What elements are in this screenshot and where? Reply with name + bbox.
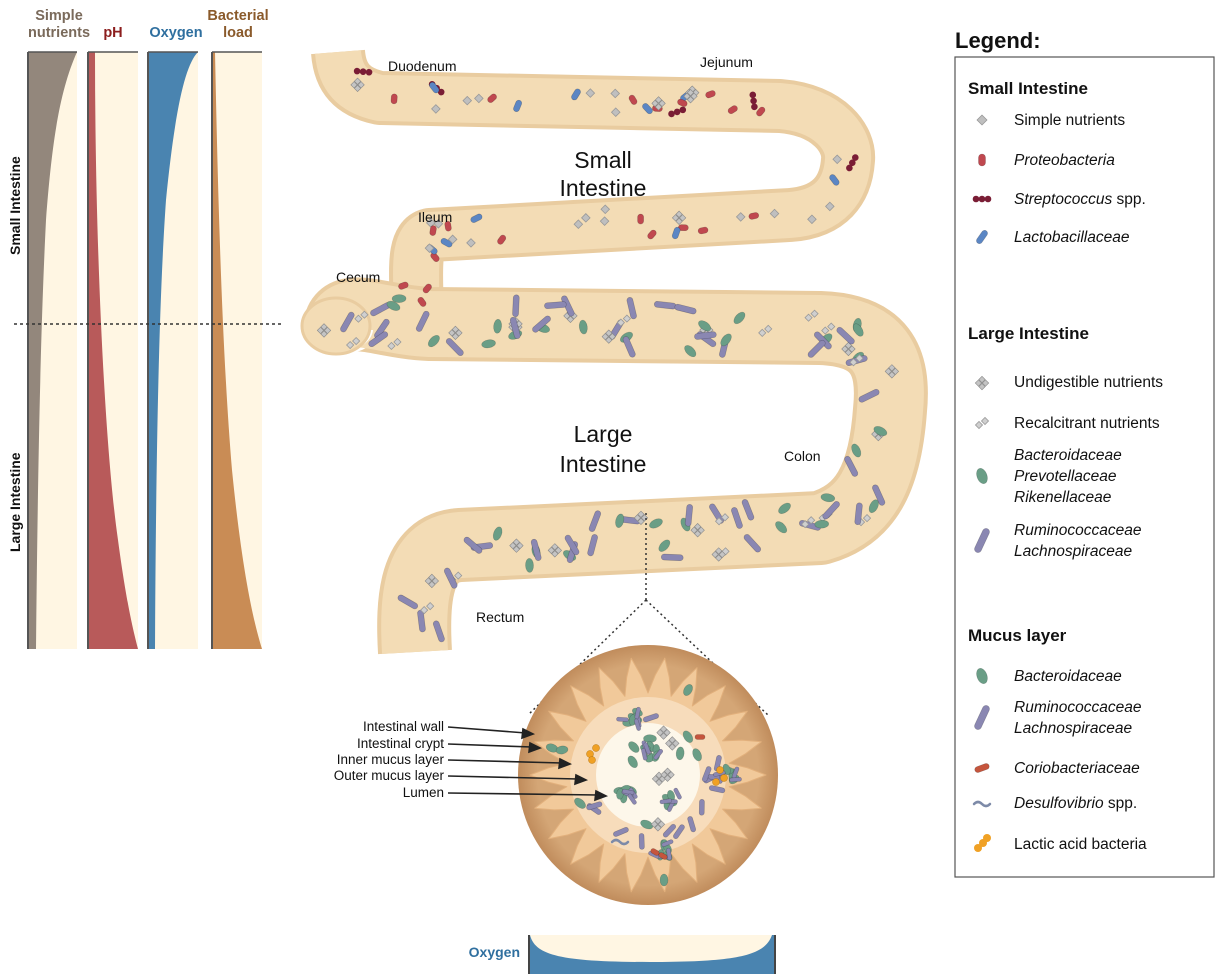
legend-label-part: spp.	[1112, 191, 1146, 208]
ruminococcaceae-icon	[661, 554, 683, 561]
lactic-acid-icon	[589, 757, 596, 764]
side-label-large-intestine: Large Intestine	[7, 452, 23, 552]
label-lumen: Lumen	[403, 785, 444, 800]
lactic-acid-icon	[717, 767, 724, 774]
label-inner-mucus-layer: Inner mucus layer	[337, 752, 445, 767]
legend-label-part: Simple nutrients	[1014, 112, 1125, 129]
legend-label: Lachnospiraceae	[1014, 720, 1132, 737]
side-label-small-intestine: Small Intestine	[7, 156, 23, 255]
legend-label-part: Proteobacteria	[1014, 152, 1115, 169]
ruminococcaceae-icon	[729, 777, 741, 782]
legend-label-part: spp.	[1104, 795, 1138, 812]
ruminococcaceae-icon	[544, 301, 566, 309]
label-intestinal-wall: Intestinal wall	[363, 719, 444, 734]
coriobacteriaceae-icon	[695, 735, 705, 740]
label-large-intestine-2: Intestine	[560, 451, 647, 477]
label-duodenum: Duodenum	[388, 58, 457, 74]
legend-label: Rikenellaceae	[1014, 489, 1112, 506]
bacteroidaceae-icon	[392, 294, 406, 302]
ruminococcaceae-icon	[699, 799, 704, 815]
label-colon: Colon	[784, 448, 821, 464]
legend-label: Ruminococcaceae	[1014, 522, 1142, 539]
legend-label: Proteobacteria	[1014, 152, 1115, 169]
label-ileum: Ileum	[418, 209, 452, 225]
legend-label: Prevotellaceae	[1014, 468, 1117, 485]
label-cecum: Cecum	[336, 269, 380, 285]
lactic-acid-icon	[713, 779, 720, 786]
legend-section-title: Large Intestine	[968, 324, 1089, 343]
ruminococcaceae-icon	[616, 717, 628, 722]
label-intestinal-crypt: Intestinal crypt	[357, 736, 444, 751]
legend-label: Simple nutrients	[1014, 112, 1125, 129]
legend-label-part: Lachnospiraceae	[1014, 543, 1132, 560]
legend-label-part: Ruminococcaceae	[1014, 699, 1142, 716]
legend-label-part: Coriobacteriaceae	[1014, 760, 1140, 777]
legend-label-part: Recalcitrant nutrients	[1014, 415, 1160, 432]
label-rectum: Rectum	[476, 609, 524, 625]
legend-label: Coriobacteriaceae	[1014, 760, 1140, 777]
lactic-acid-icon	[721, 775, 728, 782]
legend-label: Streptococcus spp.	[1014, 191, 1146, 208]
proteobacteria-icon	[638, 214, 644, 224]
label-large-intestine-1: Large	[574, 421, 633, 447]
legend-title: Legend:	[955, 28, 1041, 53]
legend-label: Ruminococcaceae	[1014, 699, 1142, 716]
legend-section-title: Small Intestine	[968, 79, 1088, 98]
legend-label: Bacteroidaceae	[1014, 668, 1122, 685]
label-small-intestine-2: Intestine	[560, 175, 647, 201]
legend-label: Undigestible nutrients	[1014, 374, 1163, 391]
ruminococcaceae-icon	[512, 295, 519, 317]
legend-label: Lactic acid bacteria	[1014, 836, 1147, 853]
legend-label: Lactobacillaceae	[1014, 229, 1130, 246]
label-cross-oxygen: Oxygen	[469, 944, 520, 960]
legend-label-part: Lactic acid bacteria	[1014, 836, 1147, 853]
legend-label-part: Bacteroidaceae	[1014, 668, 1122, 685]
gut-tube	[302, 52, 891, 652]
coccus	[973, 196, 980, 203]
large-intestine-tube-fill	[340, 314, 891, 652]
label-jejunum: Jejunum	[700, 54, 753, 70]
legend-label-part: Bacteroidaceae	[1014, 447, 1122, 464]
proteobacteria-icon	[391, 94, 398, 104]
legend-label-part: Desulfovibrio	[1014, 795, 1104, 812]
legend: Legend: Small IntestineSimple nutrientsP…	[955, 28, 1214, 877]
legend-label-part: Undigestible nutrients	[1014, 374, 1163, 391]
label-outer-mucus-layer: Outer mucus layer	[334, 768, 445, 783]
legend-label-part: Prevotellaceae	[1014, 468, 1117, 485]
coccus	[985, 196, 992, 203]
legend-label-part: Rikenellaceae	[1014, 489, 1112, 506]
proteobacteria-icon	[979, 154, 986, 166]
cecum-pouch	[302, 298, 370, 354]
legend-label: Lachnospiraceae	[1014, 543, 1132, 560]
legend-box	[955, 57, 1214, 877]
legend-label-part: Ruminococcaceae	[1014, 522, 1142, 539]
ruminococcaceae-icon	[639, 833, 645, 849]
bacteroidaceae-icon	[525, 558, 534, 572]
lactic-acid-icon	[983, 834, 991, 842]
legend-section-title: Mucus layer	[968, 626, 1067, 645]
bacteroidaceae-icon	[660, 874, 668, 886]
coccus	[979, 196, 986, 203]
legend-label: Desulfovibrio spp.	[1014, 795, 1137, 812]
streptococcus-icon	[973, 196, 992, 203]
legend-label: Recalcitrant nutrients	[1014, 415, 1160, 432]
legend-label-part: Streptococcus	[1014, 191, 1112, 208]
legend-label-part: Lactobacillaceae	[1014, 229, 1130, 246]
gradient-columns: Small Intestine Large Intestine	[7, 52, 282, 649]
lactic-acid-icon	[593, 745, 600, 752]
legend-label: Bacteroidaceae	[1014, 447, 1122, 464]
label-small-intestine-1: Small	[574, 147, 632, 173]
legend-label-part: Lachnospiraceae	[1014, 720, 1132, 737]
